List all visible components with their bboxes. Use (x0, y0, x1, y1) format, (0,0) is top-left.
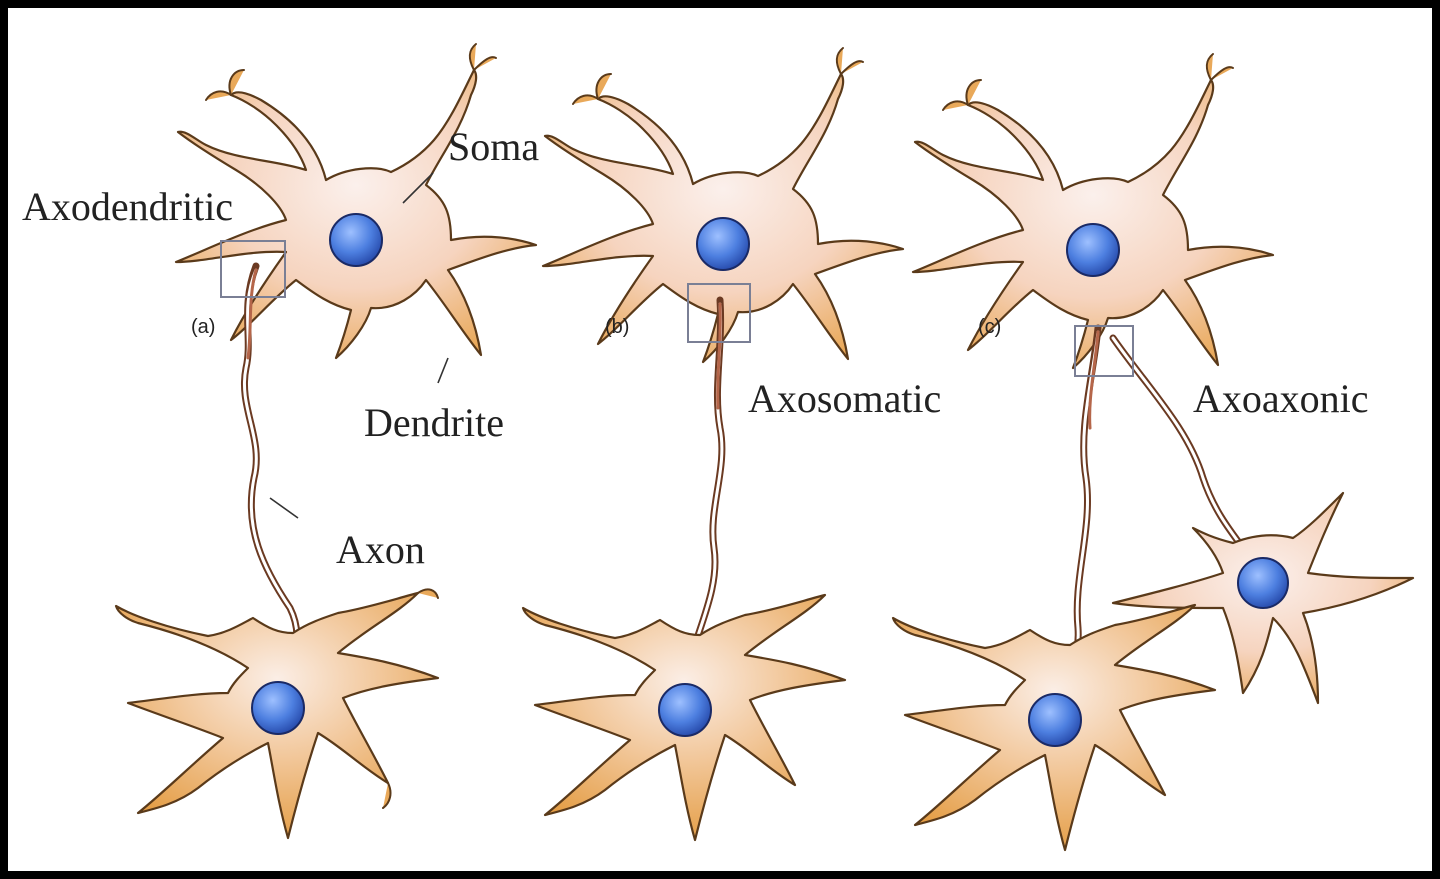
nucleus (329, 213, 383, 267)
panel-b (521, 47, 905, 842)
dendrite-label: Dendrite (364, 400, 504, 445)
right-neuron-c (1111, 491, 1415, 705)
soma-leader (402, 172, 434, 204)
panel-c-label: (c) (978, 316, 1001, 338)
axon-c-axoaxonic (1109, 334, 1247, 552)
neuron-synapse-diagram: Soma Axodendritic Dendrite Axon Axosomat… (22, 43, 1415, 852)
nucleus (251, 681, 305, 735)
upper-neuron-a (174, 43, 538, 360)
axon-b (684, 296, 726, 672)
axon-a (241, 262, 301, 672)
synapse-box-b (687, 283, 751, 343)
soma-label: Soma (448, 124, 539, 169)
upper-neuron-c (911, 53, 1275, 370)
panel-a-label: (a) (191, 316, 215, 338)
axon-leader (269, 497, 299, 519)
panel-c (891, 53, 1415, 852)
synapse-box-c (1074, 325, 1134, 377)
nucleus (696, 217, 750, 271)
axon-label: Axon (336, 527, 425, 572)
nucleus (1066, 223, 1120, 277)
lower-neuron-c (891, 603, 1217, 852)
lower-neuron-a (114, 588, 440, 840)
nucleus (1237, 557, 1289, 609)
synapse-box-a (220, 240, 286, 298)
upper-neuron-b (541, 47, 905, 364)
panel-a (114, 43, 538, 840)
dendrite-leader (437, 357, 449, 384)
nucleus (1028, 693, 1082, 747)
axodendritic-label: Axodendritic (22, 184, 233, 229)
lower-neuron-b (521, 593, 847, 842)
axosomatic-label: Axosomatic (748, 376, 941, 421)
axoaxonic-label: Axoaxonic (1193, 376, 1369, 421)
panel-b-label: (b) (605, 316, 629, 338)
nucleus (658, 683, 712, 737)
